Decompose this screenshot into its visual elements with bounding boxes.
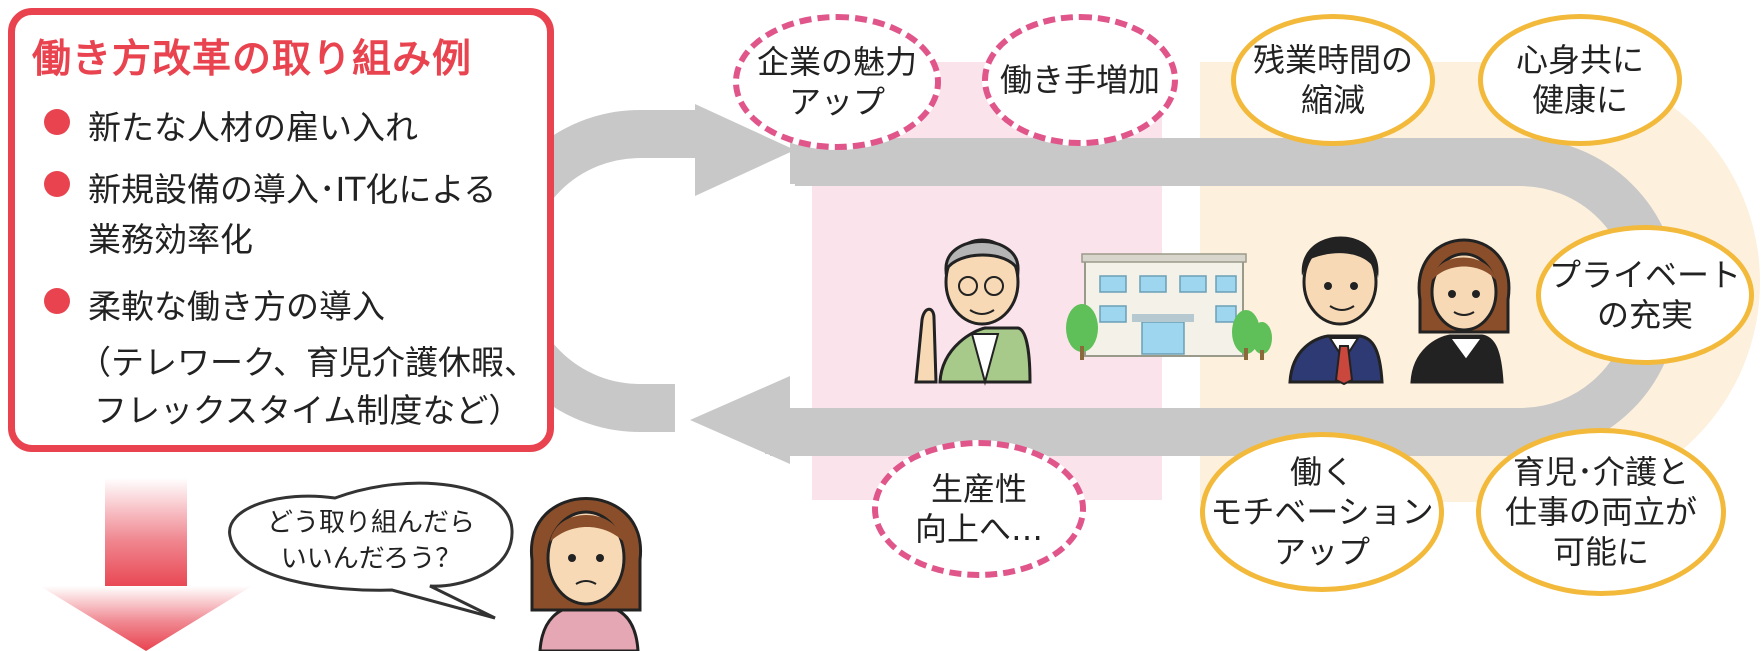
bullet-dot [44,109,70,135]
bubble-line: 生産性 [930,470,1027,508]
examples-title: 働き方改革の取り組み例 [32,37,473,82]
bullet-dot [44,171,70,197]
bubble-line: 残業時間の [1252,41,1413,79]
speech-text: どう取り組んだら いいんだろう？ [238,505,504,577]
bubble-work-care-balance: 育児･介護と 仕事の両立が 可能に [1476,428,1726,596]
example-item-1: 新たな人材の雇い入れ [88,108,418,147]
building-illustration [1066,253,1272,360]
example-item-3-line-2: （テレワーク、育児介護休暇、 [78,343,538,382]
bubble-line: 働く [1289,453,1354,491]
bubble-line: 可能に [1552,533,1649,571]
example-item-3-line-3: フレックスタイム制度など） [94,391,522,430]
bullet-dot [44,288,70,314]
worried-woman-illustration [530,497,642,651]
bubble-line: 育児･介護と [1512,453,1689,491]
bubble-motivation: 働く モチベーション アップ [1200,432,1444,592]
example-item-3-line-1: 柔軟な働き方の導入 [88,287,385,326]
bubble-line: 縮減 [1300,81,1365,119]
bubble-line: 向上へ… [914,510,1043,548]
bubble-productivity: 生産性 向上へ… [872,440,1086,578]
speech-line-2: いいんだろう？ [280,544,462,574]
young-man-illustration [1288,236,1384,386]
speech-line-1: どう取り組んだら [266,508,475,538]
bubble-line: 働き手増加 [999,61,1160,99]
bubble-line: モチベーション [1210,493,1434,531]
bubble-private-life: プライベート の充実 [1536,225,1754,365]
bubble-line: 健康に [1531,81,1628,119]
top-arrowhead [695,104,795,196]
bubble-health: 心身共に 健康に [1478,14,1682,146]
down-arrow [40,478,252,651]
bubble-line: 企業の魅力 [756,43,917,81]
bubble-less-overtime: 残業時間の 縮減 [1231,14,1435,146]
bubble-more-workers: 働き手増加 [982,14,1178,146]
bubble-line: アップ [788,83,885,121]
bubble-line: 心身共に [1515,41,1644,79]
bubble-line: 仕事の両立が [1504,493,1697,531]
young-woman-illustration [1410,238,1511,384]
bubble-line: プライベート [1548,256,1741,294]
bubble-line: アップ [1273,533,1370,571]
elderly-man-illustration [914,238,1032,386]
examples-box [8,8,554,452]
example-item-2-line-1: 新規設備の導入･IT化による [88,170,497,209]
bubble-line: の充実 [1596,296,1693,334]
speech-balloon [228,481,514,620]
bubble-company-appeal: 企業の魅力 アップ [733,14,941,150]
example-item-2-line-2: 業務効率化 [88,220,253,259]
